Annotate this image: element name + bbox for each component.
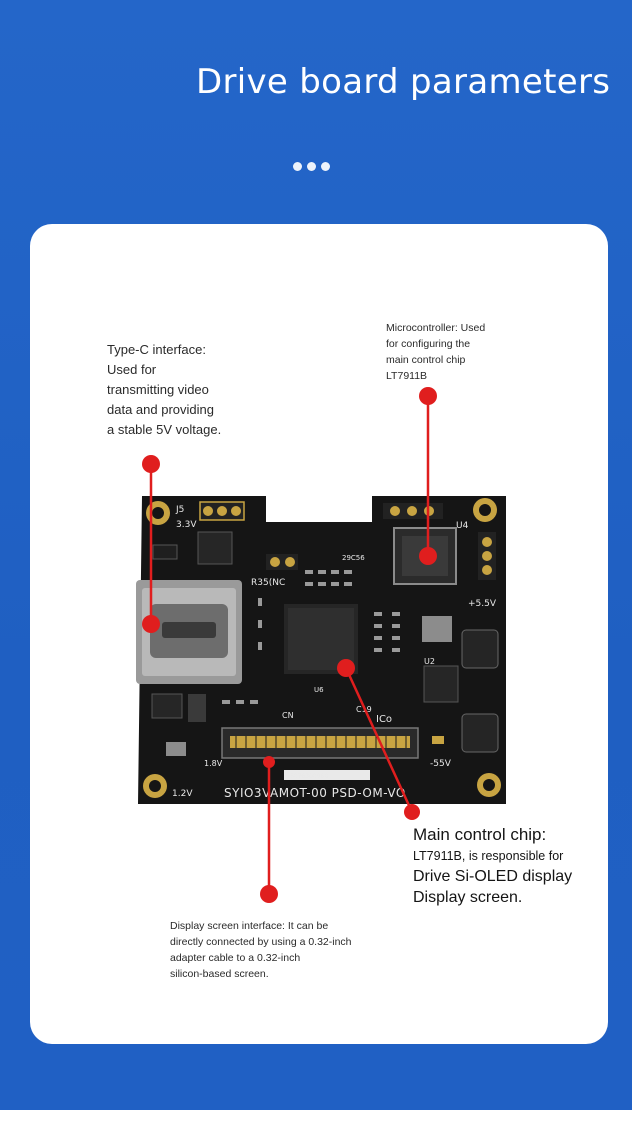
- u3-regulator: [197, 531, 233, 565]
- microcontroller-callout-text: Microcontroller: Used for configuring th…: [386, 320, 536, 384]
- callout-dot: [419, 387, 437, 405]
- display-line: Display screen interface: It can be: [170, 920, 329, 932]
- callout-main-chip: [337, 659, 420, 820]
- callout-display: [260, 756, 278, 903]
- callout-dot: [404, 804, 420, 820]
- silk-5v5: +5.5V: [468, 599, 497, 609]
- smd-part: [188, 694, 206, 722]
- callout-dot: [142, 455, 160, 473]
- r35-pins: [266, 554, 298, 570]
- display-line: directly connected by using a 0.32-inch: [170, 936, 352, 948]
- main-chip-line4: Display screen.: [413, 889, 523, 906]
- silk-u4: U4: [456, 521, 469, 531]
- display-fpc-connector: [221, 727, 419, 759]
- main-chip-callout-text: Main control chip: LT7911B, is responsib…: [413, 824, 623, 908]
- power-inductor: [461, 629, 499, 669]
- silk-neg55v: -55V: [430, 759, 452, 769]
- typec-line: Used for: [107, 362, 157, 377]
- mcu-line: for configuring the: [386, 338, 471, 350]
- main-chip-title: Main control chip:: [413, 825, 547, 844]
- mcu-line: Microcontroller: Used: [386, 322, 486, 334]
- type-c-connector: [136, 580, 242, 684]
- u5-chip: [151, 693, 183, 719]
- capacitor: [432, 736, 444, 744]
- silk-j5: J5: [175, 505, 184, 515]
- u4-header-pins: [383, 503, 443, 519]
- silk-model: SYIO3VAMOT-00 PSD-OM-VO: [224, 786, 406, 800]
- display-interface-callout-text: Display screen interface: It can be dire…: [170, 918, 400, 982]
- silk-1v2: 1.2V: [172, 789, 193, 799]
- j5-header-pins: [199, 501, 245, 521]
- crystal: [166, 742, 186, 756]
- typec-callout-text: Type-C interface: Used for transmitting …: [107, 340, 267, 440]
- silk-u2: U2: [424, 657, 435, 666]
- main-chip-line3: Drive Si-OLED display: [413, 868, 573, 885]
- callout-dot: [142, 615, 160, 633]
- smd-resistors: [222, 570, 400, 704]
- right-side-pins: [478, 532, 496, 580]
- mcu-line: main control chip: [386, 354, 466, 366]
- callout-dot: [263, 756, 275, 768]
- u1-chip: [152, 544, 178, 560]
- callout-dot: [419, 547, 437, 565]
- pager-dot: [307, 162, 316, 171]
- display-line: silicon-based screen.: [170, 968, 269, 980]
- callout-dot: [260, 885, 278, 903]
- typec-line: data and providing: [107, 402, 214, 417]
- callout-typec: [142, 455, 160, 633]
- silk-3v3: 3.3V: [176, 520, 197, 530]
- main-chip-line2: LT7911B, is responsible for: [413, 849, 564, 863]
- silk-u6: U6: [314, 686, 324, 694]
- pager-dot: [293, 162, 302, 171]
- silk-r35: R35(NC: [251, 578, 285, 588]
- mcu-line: LT7911B: [386, 370, 428, 382]
- silk-chipmark: 29C56: [342, 554, 365, 562]
- pager-dots: [293, 158, 335, 171]
- inductor: [422, 616, 452, 642]
- typec-line: transmitting video: [107, 382, 209, 397]
- typec-line: Type-C interface:: [107, 342, 206, 357]
- power-inductor-2: [461, 713, 499, 753]
- sticker-code: 5076300080: [290, 773, 328, 780]
- display-line: adapter cable to a 0.32-inch: [170, 952, 301, 964]
- typec-line: a stable 5V voltage.: [107, 422, 222, 437]
- callout-microcontroller: [419, 387, 437, 565]
- silk-ico: ICo: [376, 714, 392, 725]
- pager-dot: [321, 162, 330, 171]
- callout-dot: [337, 659, 355, 677]
- u2-chip: [423, 665, 459, 703]
- silk-1v8: 1.8V: [204, 759, 223, 768]
- serial-sticker: [284, 770, 370, 780]
- page-title: Drive board parameters: [196, 62, 611, 102]
- silk-cn: CN: [282, 711, 294, 720]
